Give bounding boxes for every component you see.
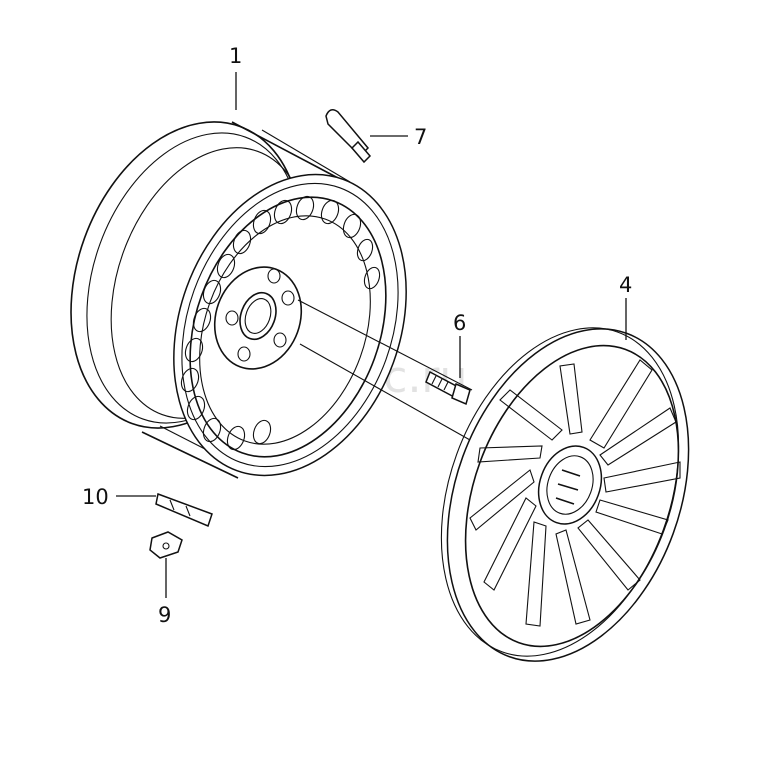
label-tyre-valve: 7 — [414, 125, 427, 149]
label-wheel-bolt: 6 — [453, 311, 466, 335]
wheel-hub-cap — [440, 327, 690, 662]
wheel-bolt — [425, 370, 471, 406]
label-balance-weight: 10 — [82, 485, 109, 509]
label-wheel-rim: 1 — [229, 44, 242, 68]
retainer-clip — [149, 531, 183, 559]
balance-weight — [155, 492, 213, 528]
tyre-valve — [325, 109, 372, 164]
label-hub-cap: 4 — [619, 273, 632, 297]
label-retainer: 9 — [158, 603, 171, 627]
steel-wheel-rim — [70, 121, 407, 479]
